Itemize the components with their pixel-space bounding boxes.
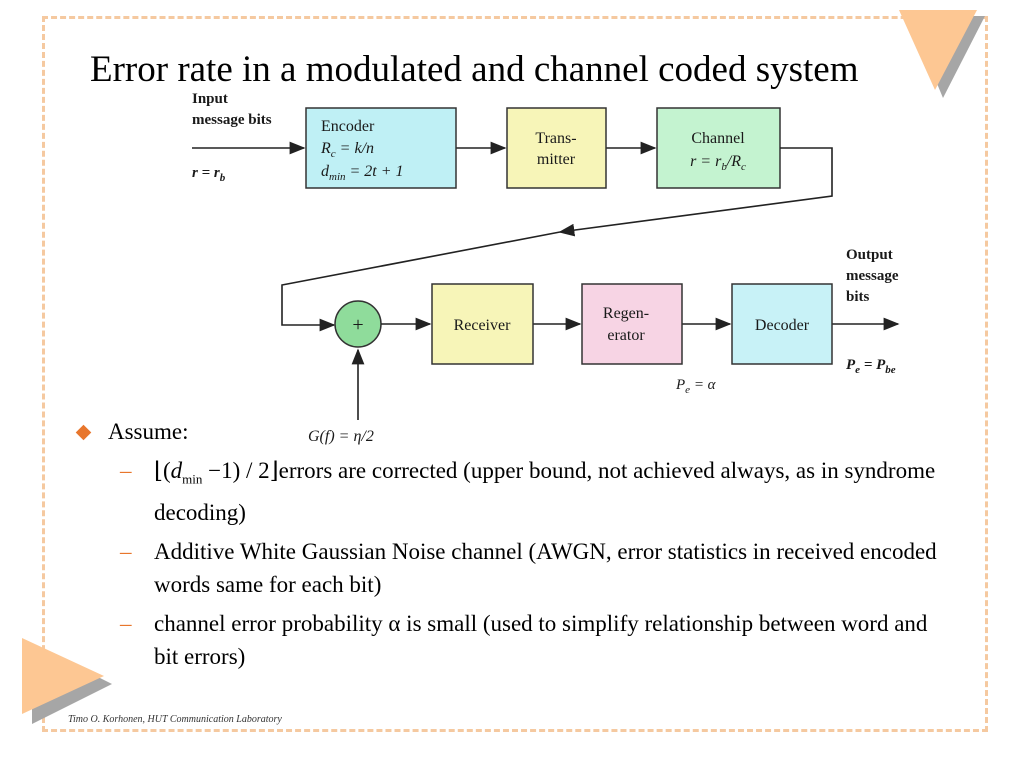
noise-label: G(f) = η/2 (308, 428, 374, 445)
channel-block (656, 107, 781, 189)
top-right-triangle-icon (899, 10, 985, 98)
decoder-label: Decoder (755, 317, 810, 334)
encoder-block (305, 107, 457, 189)
bottom-left-triangle-icon (22, 638, 112, 724)
dash-bullet-icon: – (120, 458, 132, 483)
transmitter-label-line2: mitter (537, 151, 576, 168)
bullet-assume-label: Assume: (108, 419, 189, 444)
dash-bullet-icon: – (120, 538, 132, 564)
input-rate-label: r = rb (192, 165, 226, 184)
channel-title: Channel (691, 130, 745, 147)
diamond-bullet-icon (75, 424, 92, 441)
transmitter-label-line1: Trans- (535, 130, 576, 147)
floor-formula: ⌊(dmin −1) / 2⌋ (154, 458, 279, 487)
sub-bullet-alpha-text: channel error probability α is small (us… (154, 610, 928, 669)
receiver-block (431, 283, 534, 365)
input-label-line1: Input (192, 91, 228, 107)
output-label-line3: bits (846, 289, 870, 305)
bullet-assume: Assume: (70, 415, 950, 448)
slide-frame (42, 16, 988, 732)
output-label-line2: message (846, 268, 899, 284)
transmitter-block (506, 107, 607, 189)
encoder-rate: Rc = k/n (320, 140, 374, 160)
sub-bullet-awgn-text: Additive White Gaussian Noise channel (A… (154, 538, 937, 597)
sub-bullet-awgn: – Additive White Gaussian Noise channel … (70, 535, 950, 601)
summer-plus: + (352, 314, 363, 336)
sub-bullet-alpha: – channel error probability α is small (… (70, 607, 950, 673)
channel-output-connector (558, 147, 833, 237)
encoder-dmin: dmin = 2t + 1 (321, 163, 404, 183)
regenerator-label-line1: Regen- (603, 305, 649, 322)
assumption-list: Assume: – ⌊(dmin −1) / 2⌋errors are corr… (70, 415, 950, 673)
slide-title: Error rate in a modulated and channel co… (90, 49, 859, 90)
sub-bullet-errors-corrected: – ⌊(dmin −1) / 2⌋errors are corrected (u… (70, 454, 950, 529)
receiver-label: Receiver (454, 317, 512, 334)
return-connector (281, 231, 561, 332)
output-error-label: Pe = Pbe (846, 357, 896, 376)
decoder-block (731, 283, 833, 365)
channel-rate: r = rb/Rc (690, 153, 746, 173)
regenerator-block (581, 283, 683, 365)
dash-bullet-icon: – (120, 610, 132, 636)
encoder-title: Encoder (321, 118, 375, 135)
block-diagram: Input message bits r = rb Encoder Rc = k… (192, 91, 900, 445)
regenerator-label-line2: erator (607, 327, 645, 344)
sub-bullet-errors-corrected-text: errors are corrected (upper bound, not a… (154, 458, 936, 525)
regenerator-error-label: Pe = α (675, 377, 717, 396)
output-label-line1: Output (846, 247, 893, 263)
input-label-line2: message bits (192, 112, 272, 128)
footer-credit: Timo O. Korhonen, HUT Communication Labo… (68, 714, 282, 725)
